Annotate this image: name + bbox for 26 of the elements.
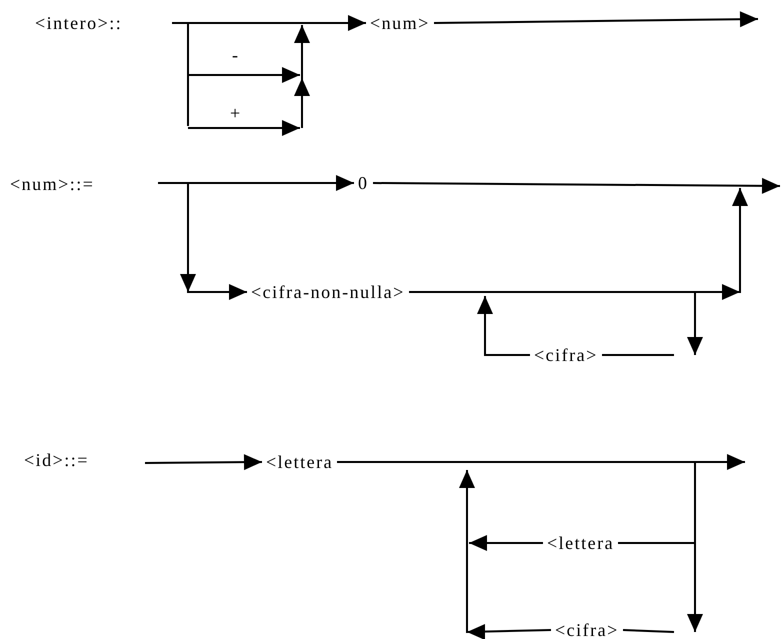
rule-name: <intero>:: (34, 12, 124, 34)
nonterminal-text: <lettera (262, 451, 338, 473)
rule-name: <id>::= (23, 449, 90, 471)
arrow (144, 454, 262, 470)
nonterminal-text: <cifra> (551, 619, 623, 639)
rule-name: <num>::= (9, 173, 96, 195)
arrow (158, 175, 354, 191)
arrow (477, 296, 530, 356)
rail-line (622, 629, 674, 633)
nonterminal-text: <cifra> (530, 344, 602, 366)
arrow (469, 535, 543, 551)
arrow (373, 178, 780, 194)
nonterminal-text: <num> (366, 12, 434, 34)
nonterminal-text: <cifra-non-nulla> (247, 281, 409, 303)
arrow (459, 470, 552, 639)
arrow (172, 15, 366, 31)
branch-label: - (231, 44, 240, 66)
arrow (434, 11, 758, 28)
nonterminal-text: <lettera (543, 532, 618, 554)
nonterminal-text: 0 (354, 172, 372, 194)
arrow (180, 183, 247, 300)
rail-line (618, 542, 695, 544)
arrow (409, 188, 748, 300)
rail-line (602, 354, 674, 356)
branch-label: + (229, 102, 243, 124)
arrow (337, 454, 745, 470)
